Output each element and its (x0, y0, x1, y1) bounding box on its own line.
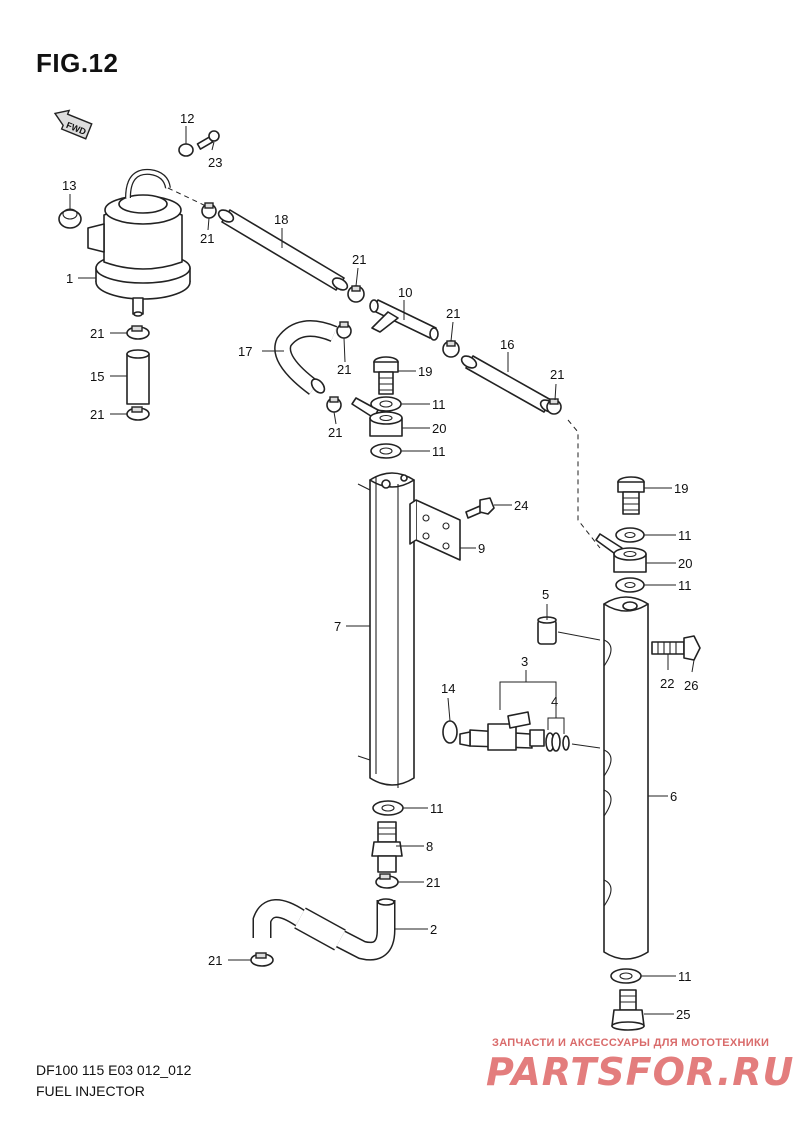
leader-lines (69, 126, 695, 1015)
callout-labels: 12 23 13 1 21 18 21 10 21 21 15 21 17 21… (62, 111, 698, 1022)
callout-8: 8 (426, 839, 433, 854)
clamp-part (250, 952, 274, 967)
callout-18: 18 (274, 212, 288, 227)
callout-21: 21 (446, 306, 460, 321)
callout-11: 11 (678, 969, 692, 984)
callout-16: 16 (500, 337, 514, 352)
callout-17: 17 (238, 344, 252, 359)
fuel-filter-part (87, 168, 191, 317)
fuel-rail-part-7 (357, 472, 415, 788)
clamp-part (336, 321, 352, 339)
cushion-part-5 (537, 616, 557, 645)
watermark-logo: PARTSFOR.RU (486, 1050, 795, 1094)
callout-4: 4 (551, 694, 558, 709)
clamp-part (201, 202, 217, 219)
callout-19: 19 (418, 364, 432, 379)
callout-23: 23 (208, 155, 222, 170)
bolt-part-23 (196, 130, 220, 150)
clamp-part (126, 325, 150, 340)
diagram-code: DF100 115 E03 012_012 (36, 1062, 192, 1078)
callout-2: 2 (430, 922, 437, 937)
callout-21: 21 (352, 252, 366, 267)
callout-6: 6 (670, 789, 677, 804)
callout-21: 21 (426, 875, 440, 890)
hose-part-15 (126, 349, 150, 405)
callout-26: 26 (684, 678, 698, 693)
figure-title: FIG.12 (36, 48, 119, 78)
callout-21: 21 (90, 407, 104, 422)
clamp-part (126, 406, 150, 421)
callout-3: 3 (521, 654, 528, 669)
cap-part-13 (58, 208, 82, 229)
callout-21: 21 (90, 326, 104, 341)
callout-21: 21 (337, 362, 351, 377)
callout-15: 15 (90, 369, 104, 384)
bolt-part-22 (651, 635, 701, 661)
hose-part-18 (217, 209, 349, 291)
callout-11: 11 (678, 528, 692, 543)
banjo-fitting-part-20 (351, 397, 403, 437)
banjo-bolt-part-19 (373, 356, 399, 395)
callout-11: 11 (678, 578, 692, 593)
callout-5: 5 (542, 587, 549, 602)
bracket-part-9 (409, 499, 461, 561)
banjo-fitting-part-20 (595, 533, 647, 573)
callout-20: 20 (678, 556, 692, 571)
bolt-part-24 (465, 497, 495, 519)
clamp-part (347, 285, 365, 303)
callout-13: 13 (62, 178, 76, 193)
callout-10: 10 (398, 285, 412, 300)
fuel-rail-part-6 (603, 596, 649, 960)
callout-14: 14 (441, 681, 455, 696)
grommet-part-12 (178, 143, 194, 157)
callout-21: 21 (328, 425, 342, 440)
washer-part-11 (370, 443, 402, 459)
fwd-arrow-icon: FWD (53, 109, 93, 140)
hose-part-17 (274, 320, 338, 395)
callout-21: 21 (208, 953, 222, 968)
connector-part-8 (371, 821, 403, 873)
clamp-part (546, 398, 562, 415)
washer-part-11 (615, 527, 645, 543)
clamp-part (375, 873, 399, 889)
clamp-part (326, 396, 342, 413)
watermark-tagline: ЗАПЧАСТИ И АКСЕССУАРЫ ДЛЯ МОТОТЕХНИКИ (492, 1037, 770, 1049)
washer-part-11 (615, 577, 645, 593)
callout-9: 9 (478, 541, 485, 556)
callout-7: 7 (334, 619, 341, 634)
banjo-bolt-part-19 (617, 476, 645, 515)
seal-part-14 (442, 720, 458, 744)
callout-19: 19 (674, 481, 688, 496)
callout-11: 11 (432, 397, 446, 412)
callout-11: 11 (430, 801, 444, 816)
hose-part-2 (252, 898, 396, 961)
bolt-part-25 (611, 989, 645, 1031)
callout-11: 11 (432, 444, 446, 459)
callout-24: 24 (514, 498, 528, 513)
callout-22: 22 (660, 676, 674, 691)
washer-part-11 (610, 968, 642, 984)
callout-25: 25 (676, 1007, 690, 1022)
callout-12: 12 (180, 111, 194, 126)
washer-part-11 (372, 800, 404, 816)
clamp-part (442, 340, 460, 358)
fuel-injector-part-3 (459, 711, 545, 751)
diagram-caption: FUEL INJECTOR (36, 1083, 145, 1099)
callout-1: 1 (66, 271, 73, 286)
callout-21: 21 (550, 367, 564, 382)
o-ring-part-4 (545, 732, 570, 752)
callout-20: 20 (432, 421, 446, 436)
callout-21: 21 (200, 231, 214, 246)
